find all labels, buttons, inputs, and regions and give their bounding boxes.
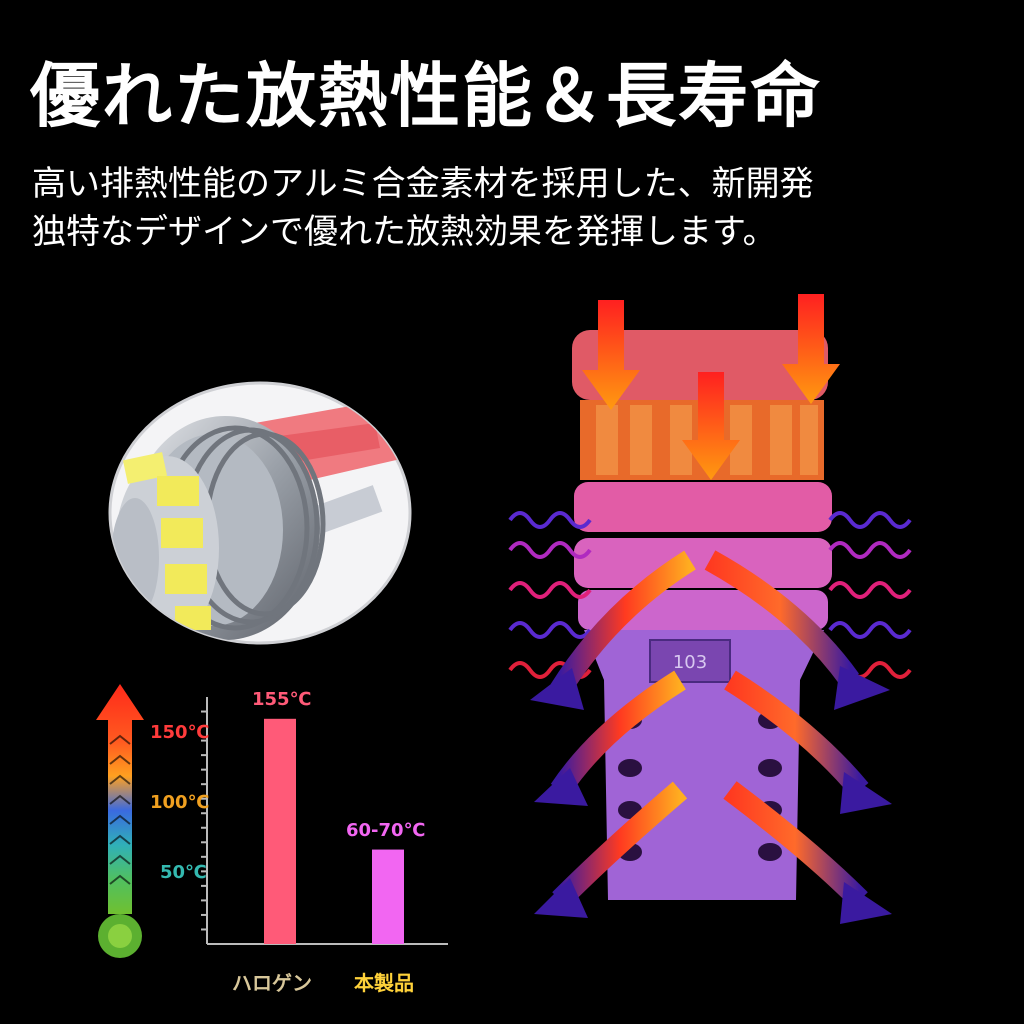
tick-label-50: 50℃ bbox=[160, 862, 207, 883]
bulb-label: 103 bbox=[673, 652, 707, 673]
heat-out-arrows bbox=[530, 550, 892, 924]
description-line-2: 独特なデザインで優れた放熱効果を発揮します。 bbox=[32, 212, 777, 252]
bar-product bbox=[372, 849, 404, 944]
tick-label-100: 100℃ bbox=[150, 792, 210, 813]
category-label-halogen: ハロゲン bbox=[232, 971, 312, 995]
description: 高い排熱性能のアルミ合金素材を採用した、新開発 独特なデザインで優れた放熱効果を… bbox=[32, 160, 814, 256]
headline: 優れた放熱性能＆長寿命 bbox=[30, 55, 822, 137]
tick-label-150: 150℃ bbox=[150, 722, 210, 743]
thermometer-icon bbox=[96, 684, 144, 958]
heat-in-arrows bbox=[582, 294, 840, 480]
value-label-halogen: 155℃ bbox=[252, 688, 312, 710]
value-label-product: 60-70℃ bbox=[346, 819, 426, 841]
category-label-product: 本製品 bbox=[354, 971, 414, 995]
heatsink-illustration: 103 bbox=[508, 294, 912, 924]
led-closeup-image bbox=[108, 381, 412, 645]
heat-wave-lines bbox=[508, 511, 912, 679]
bar-halogen bbox=[264, 718, 296, 944]
description-line-1: 高い排熱性能のアルミ合金素材を採用した、新開発 bbox=[32, 164, 814, 204]
